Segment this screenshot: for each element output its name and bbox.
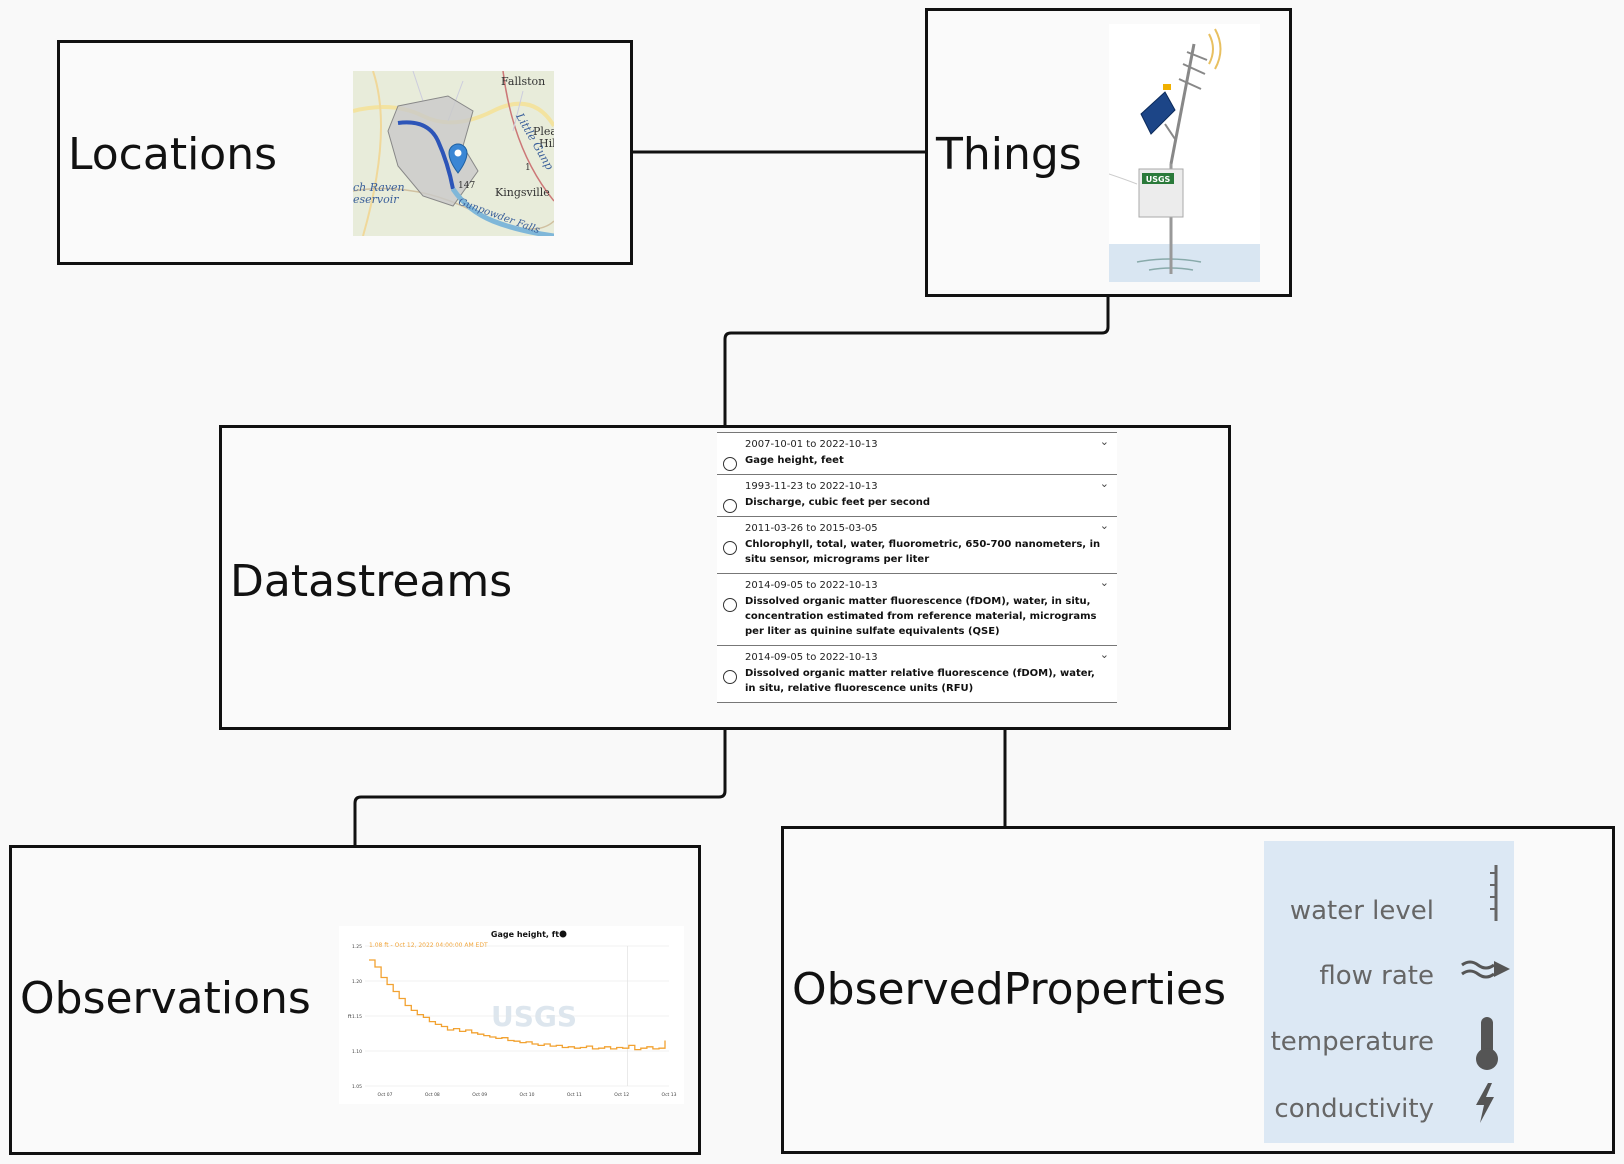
datastream-name: Discharge, cubic feet per second	[745, 497, 931, 508]
location-pin-icon	[448, 143, 468, 174]
property-temperature: temperature	[1270, 1027, 1434, 1057]
things-box: Things USGS	[925, 8, 1292, 297]
map-label-route-147: 147	[458, 181, 476, 191]
property-flow-rate: flow rate	[1319, 961, 1434, 991]
datastream-dates: 2007-10-01 to 2022-10-13	[745, 439, 878, 450]
observed-properties-label: ObservedProperties	[792, 964, 1227, 1015]
x-tick-label: Oct 08	[425, 1092, 440, 1098]
datastream-dates: 2014-09-05 to 2022-10-13	[745, 652, 878, 663]
gage-height-chart: Gage height, ft 1.08 ft - Oct 12, 2022 0…	[348, 930, 677, 1098]
x-tick-label: Oct 07	[378, 1092, 393, 1098]
datastream-item[interactable]: ⌄ 2007-10-01 to 2022-10-13 Gage height, …	[717, 432, 1117, 474]
datastream-dates: 1993-11-23 to 2022-10-13	[745, 481, 878, 492]
radio-button[interactable]	[723, 541, 737, 555]
chevron-down-icon[interactable]: ⌄	[1099, 520, 1109, 532]
x-tick-label: Oct 13	[662, 1092, 677, 1098]
datastreams-box: Datastreams ⌄ 2007-10-01 to 2022-10-13 G…	[219, 425, 1231, 730]
radio-button[interactable]	[723, 598, 737, 612]
observations-box: Observations Gage height, ft 1.08 ft - O…	[9, 845, 701, 1155]
x-tick-label: Oct 11	[567, 1092, 582, 1098]
x-tick-label: Oct 10	[520, 1092, 535, 1098]
map-label-reservoir: eservoir	[353, 193, 399, 206]
observations-label: Observations	[20, 973, 311, 1024]
datastream-dates: 2011-03-26 to 2015-03-05	[745, 523, 878, 534]
chevron-down-icon[interactable]: ⌄	[1099, 478, 1109, 490]
monitoring-station-icon: USGS	[1109, 28, 1260, 282]
chart-watermark: USGS	[491, 1000, 577, 1033]
datastream-name: Dissolved organic matter relative fluore…	[745, 668, 1095, 694]
radio-button[interactable]	[723, 499, 737, 513]
location-map: Fallston Plea Hil Little Gunp 147 1 King…	[353, 71, 554, 236]
map-label-fallston: Fallston	[501, 75, 546, 88]
thermometer-icon	[1476, 1017, 1498, 1070]
chevron-down-icon[interactable]: ⌄	[1099, 649, 1109, 661]
flow-icon	[1461, 960, 1510, 979]
x-tick-label: Oct 12	[614, 1092, 629, 1098]
chart-series-line	[369, 959, 666, 1051]
y-tick-label: 1.05	[352, 1084, 362, 1090]
chevron-down-icon[interactable]: ⌄	[1099, 436, 1109, 448]
observed-properties-box: ObservedProperties water level flow rate…	[781, 826, 1615, 1154]
radio-button[interactable]	[723, 670, 737, 684]
datastreams-label: Datastreams	[230, 556, 513, 607]
property-water-level: water level	[1289, 896, 1434, 926]
observed-properties-panel: water level flow rate temperature conduc…	[1264, 841, 1514, 1143]
map-label-plea: Plea	[533, 125, 554, 138]
radio-button[interactable]	[723, 457, 737, 471]
locations-box: Locations Fallston Plea Hil Little Gunp …	[57, 40, 633, 265]
river-line	[450, 187, 554, 236]
datastream-item[interactable]: ⌄ 2011-03-26 to 2015-03-05 Chlorophyll, …	[717, 516, 1117, 573]
map-label-kingsville: Kingsville	[495, 186, 550, 199]
locations-label: Locations	[68, 129, 278, 180]
usgs-badge: USGS	[1146, 175, 1171, 184]
datastream-list: ⌄ 2007-10-01 to 2022-10-13 Gage height, …	[717, 432, 1117, 703]
connector-datastreams-observations	[353, 730, 727, 845]
monitoring-station-image: USGS	[1109, 24, 1260, 282]
datastream-name: Chlorophyll, total, water, fluorometric,…	[745, 539, 1101, 565]
datastream-dates: 2014-09-05 to 2022-10-13	[745, 580, 878, 591]
stream-line	[397, 120, 455, 190]
lightning-icon	[1476, 1083, 1494, 1123]
ruler-icon	[1490, 865, 1498, 921]
y-tick-label: 1.25	[352, 944, 362, 950]
chart-title: Gage height, ft	[491, 930, 559, 939]
info-icon	[559, 930, 567, 938]
x-tick-label: Oct 09	[472, 1092, 487, 1098]
datastream-name: Dissolved organic matter fluorescence (f…	[745, 596, 1097, 637]
datastream-item[interactable]: ⌄ 2014-09-05 to 2022-10-13 Dissolved org…	[717, 645, 1117, 703]
chevron-down-icon[interactable]: ⌄	[1099, 577, 1109, 589]
map-label-route-1: 1	[525, 163, 531, 173]
y-tick-label: 1.20	[352, 979, 362, 985]
datastream-item[interactable]: ⌄ 1993-11-23 to 2022-10-13 Discharge, cu…	[717, 474, 1117, 516]
y-tick-label: 1.15	[352, 1014, 362, 1020]
map-label-hil: Hil	[539, 137, 554, 150]
y-tick-label: 1.10	[352, 1049, 362, 1055]
y-axis-label: ft	[348, 1014, 352, 1020]
datastream-name: Gage height, feet	[745, 455, 844, 466]
observations-chart: Gage height, ft 1.08 ft - Oct 12, 2022 0…	[339, 926, 684, 1104]
map-label-raven: ch Raven	[353, 181, 405, 194]
datastream-item[interactable]: ⌄ 2014-09-05 to 2022-10-13 Dissolved org…	[717, 573, 1117, 645]
chart-annotation: 1.08 ft - Oct 12, 2022 04:00:00 AM EDT	[369, 942, 488, 949]
property-conductivity: conductivity	[1274, 1094, 1434, 1124]
things-label: Things	[936, 129, 1082, 180]
map-graphic	[353, 71, 554, 236]
connector-things-datastreams	[723, 297, 1110, 425]
